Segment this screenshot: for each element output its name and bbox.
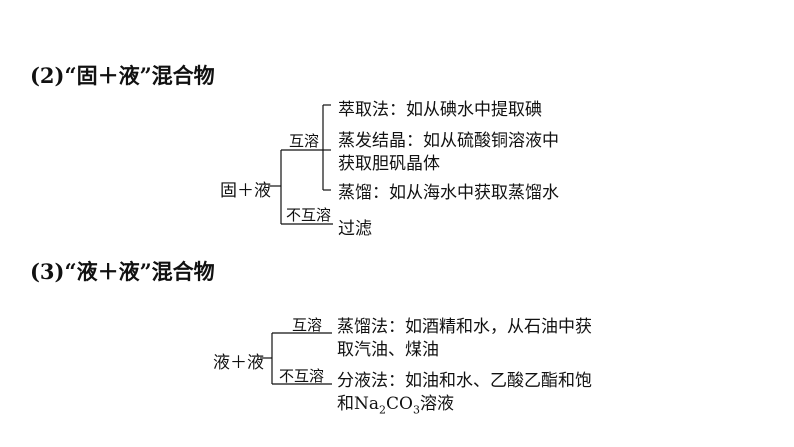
formula-co: CO <box>386 394 413 414</box>
branch-label-insoluble: 不互溶 <box>286 206 332 224</box>
method-evaporation-line1: 蒸发结晶：如从硫酸铜溶液中 <box>338 131 559 151</box>
formula-suffix: 溶液 <box>419 394 454 414</box>
method-filtration: 过滤 <box>338 219 372 239</box>
branch-label-insoluble: 不互溶 <box>279 367 325 385</box>
formula-prefix: 和Na <box>337 394 380 414</box>
method-separating-funnel-line1: 分液法：如油和水、乙酸乙酯和饱 <box>337 371 592 391</box>
root-label-liquid-liquid: 液＋液 <box>213 353 264 373</box>
method-distillation-line2: 取汽油、煤油 <box>337 340 439 360</box>
method-distillation-line1: 蒸馏法：如酒精和水，从石油中获 <box>337 317 592 337</box>
section-heading-liquid-liquid: (3)“液＋液”混合物 <box>30 259 215 284</box>
branch-label-soluble: 互溶 <box>289 132 320 150</box>
formula-subscript-3: 3 <box>412 403 420 417</box>
formula-subscript-2: 2 <box>379 403 387 417</box>
method-extraction: 萃取法：如从碘水中提取碘 <box>338 100 542 120</box>
method-distillation: 蒸馏：如从海水中获取蒸馏水 <box>338 183 559 203</box>
method-separating-funnel-line2: 和Na2CO3溶液 <box>337 389 454 416</box>
root-label-solid-liquid: 固＋液 <box>220 181 271 201</box>
section-heading-solid-liquid: (2)“固＋液”混合物 <box>30 63 215 88</box>
method-evaporation-line2: 获取胆矾晶体 <box>338 154 440 174</box>
branch-label-soluble: 互溶 <box>292 316 323 334</box>
